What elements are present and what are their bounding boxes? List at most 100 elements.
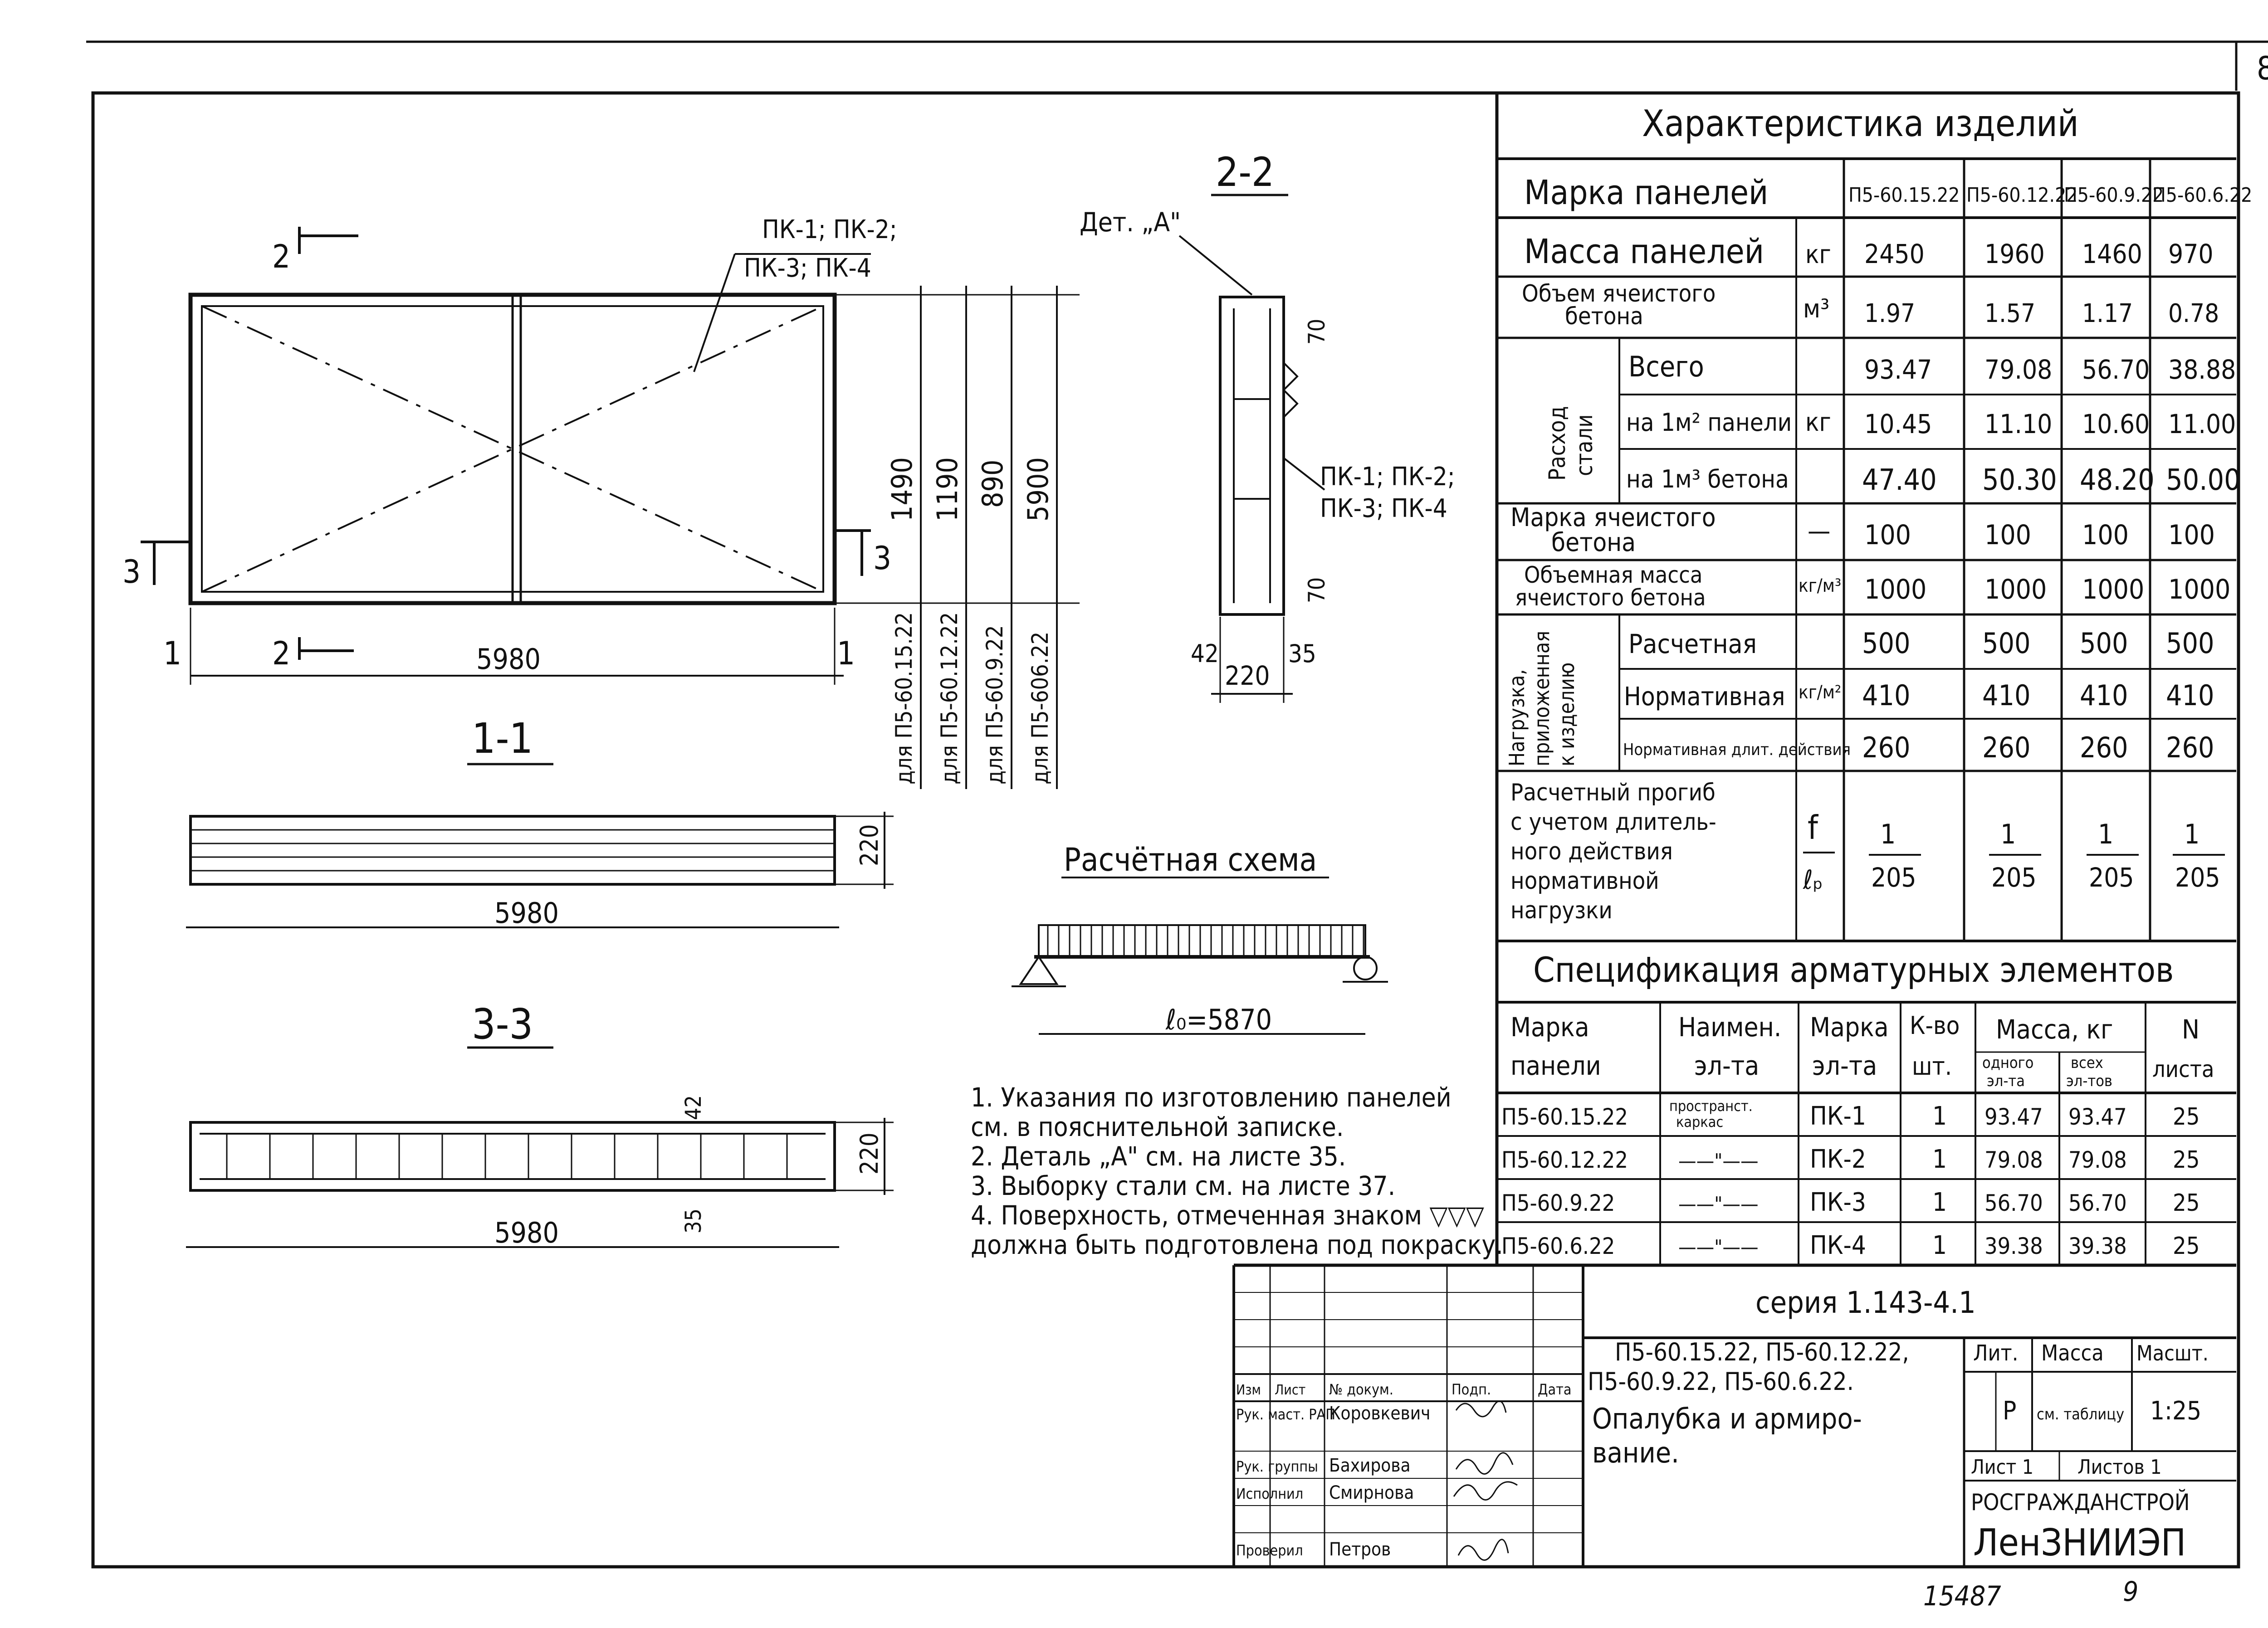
note-line-1: 1. Указания по изготовлению панелей — [971, 1082, 1452, 1113]
tb-name-4: Петров — [1329, 1539, 1391, 1560]
spec-panel: П5-60.6.22 — [1501, 1233, 1615, 1259]
deflection-numerator: 1 — [2000, 819, 2016, 850]
panel-header-1: П5-60.15.22 — [1848, 184, 1960, 207]
density-unit: кг/м³ — [1799, 575, 1841, 596]
cage-leader-line — [693, 253, 736, 372]
tb-rev-hdr-list: Лист — [1275, 1382, 1305, 1398]
sheet-number: 8 — [2257, 50, 2268, 87]
panel-header-4: П5-60.6.22 — [2152, 184, 2252, 207]
spec-hdr-mass-one-1: одного — [1982, 1054, 2033, 1072]
load-normative-value: 410 — [1862, 679, 1910, 712]
load-long-term-label: Нормативная длит. действия — [1623, 741, 1851, 759]
mass-value: 970 — [2168, 239, 2214, 269]
tb-mass-header: Масса — [2041, 1340, 2104, 1366]
spec-panel: П5-60.12.22 — [1501, 1147, 1628, 1173]
spec-name: ——"—— — [1678, 1150, 1759, 1173]
spec-mass-one: 79.08 — [1984, 1147, 2043, 1173]
spec-hdr-mass-one-2: эл-та — [1987, 1072, 2025, 1090]
grade-value: 100 — [1984, 519, 2031, 551]
notes: 1. Указания по изготовлению панелей см. … — [971, 1082, 1503, 1260]
title-block: серия 1.143-4.1 П5-60.15.22, П5-60.12.22… — [1232, 1265, 2236, 1567]
spec-hdr-mass: Масса, кг — [1996, 1014, 2113, 1045]
plan-view: 2 2 3 3 1 1 ПК-1; ПК-2; ПК-3; ПК-4 5980 … — [122, 215, 1080, 789]
note-line-4: 3. Выборку стали см. на листе 37. — [971, 1170, 1395, 1201]
deflection-label-2: с учетом длитель- — [1510, 809, 1716, 836]
section-2-2-dim-top: 70 — [1304, 319, 1330, 345]
deflection-label-3: ного действия — [1510, 838, 1673, 865]
spec-hdr-qty-2: шт. — [1912, 1052, 1952, 1081]
deflection-unit-num: f — [1808, 809, 1819, 847]
plan-height-1490: 1490 — [885, 457, 919, 522]
section-3-3-outline — [189, 1121, 836, 1192]
deflection-value: 205 — [1871, 862, 1916, 893]
section-2-label-top: 2 — [272, 238, 290, 275]
section-2-2-cage-leader — [1283, 457, 1325, 491]
steel-unit: кг — [1805, 408, 1831, 437]
scheme-load-hatch — [1047, 925, 1364, 957]
tb-title-1: Опалубка и армиро- — [1592, 1402, 1862, 1435]
load-long-term-value: 260 — [1982, 731, 2030, 764]
plan-cage-label-2: ПК-3; ПК-4 — [744, 253, 871, 283]
deflection-label-4: нормативной — [1510, 868, 1659, 895]
plan-cage-label-1: ПК-1; ПК-2; — [762, 215, 897, 244]
steel-per-m3-value: 48.20 — [2080, 463, 2155, 497]
tb-org-2: ЛенЗНИИЭП — [1973, 1521, 2186, 1565]
load-design-value: 500 — [1982, 627, 2030, 660]
grade-value: 100 — [2082, 519, 2129, 551]
note-line-3: 2. Деталь „А" см. на листе 35. — [971, 1141, 1346, 1172]
tb-name-2: Бахирова — [1329, 1455, 1411, 1476]
spec-mass-all: 56.70 — [2068, 1190, 2127, 1216]
plan-height-1190: 1190 — [931, 457, 964, 522]
spec-mark: ПК-2 — [1810, 1145, 1866, 1174]
spec-mass-one: 56.70 — [1984, 1190, 2043, 1216]
mass-label: Масса панелей — [1524, 232, 1764, 271]
spec-hdr-mark-1: Марка — [1810, 1012, 1889, 1043]
spec-sheet: 25 — [2173, 1189, 2200, 1217]
steel-per-m2-label: на 1м² панели — [1626, 408, 1792, 437]
mass-value: 1460 — [2082, 239, 2142, 269]
tb-mass-value: см. таблицу — [2037, 1405, 2124, 1423]
spec-hdr-panel-2: панели — [1510, 1050, 1601, 1081]
plan-diagonal-2 — [201, 305, 824, 593]
deflection-numerator: 1 — [2184, 819, 2200, 850]
tb-org-1: РОСГРАЖДАНСТРОЙ — [1971, 1489, 2190, 1516]
spec-hdr-qty-1: К-во — [1910, 1011, 1960, 1040]
section-3-3-studs — [226, 1134, 788, 1179]
load-normative-label: Нормативная — [1624, 682, 1785, 712]
spec-hdr-sheet-2: листа — [2152, 1056, 2214, 1082]
volume-value: 1.17 — [2082, 299, 2133, 328]
plan-height-label-4: для П5-606.22 — [1027, 632, 1053, 785]
tb-name-1: Коровкевич — [1329, 1403, 1430, 1424]
spec-qty: 1 — [1932, 1145, 1947, 1174]
plan-height-5900: 5900 — [1022, 457, 1055, 522]
grade-unit: — — [1808, 517, 1830, 546]
bottom-page: 9 — [2123, 1576, 2138, 1608]
section-1-1-length: 5980 — [494, 897, 559, 930]
section-2-2-dim-42: 42 — [1191, 639, 1219, 668]
load-long-term-value: 260 — [2166, 731, 2214, 764]
characteristics-table: Характеристика изделий Марка панелей П5-… — [1495, 93, 2252, 1265]
tb-designation-1: П5-60.15.22, П5-60.12.22, — [1615, 1338, 1909, 1366]
steel-per-m3-value: 50.00 — [2166, 463, 2241, 497]
spec-sheet: 25 — [2173, 1233, 2200, 1260]
density-value: 1000 — [2168, 574, 2230, 605]
spec-mark: ПК-3 — [1810, 1188, 1866, 1217]
spec-panel: П5-60.15.22 — [1501, 1104, 1628, 1130]
volume-unit: м³ — [1803, 294, 1829, 324]
signature-2 — [1455, 1452, 1514, 1475]
tb-name-3: Смирнова — [1329, 1482, 1414, 1503]
spec-mass-one: 93.47 — [1984, 1104, 2043, 1130]
volume-value: 1.57 — [1984, 299, 2035, 328]
grade-label-2: бетона — [1551, 528, 1636, 557]
density-value: 1000 — [1864, 574, 1926, 605]
load-unit: кг/м² — [1799, 682, 1841, 703]
signature-1 — [1455, 1400, 1507, 1418]
density-label-2: ячеистого бетона — [1515, 585, 1706, 611]
spec-hdr-name-1: Наимен. — [1678, 1012, 1781, 1043]
tb-stage-header: Лит. — [1973, 1340, 2018, 1366]
scheme-pin-support — [1019, 955, 1059, 985]
spec-qty: 1 — [1932, 1102, 1947, 1131]
note-line-5: 4. Поверхность, отмеченная знаком ▽▽▽ — [971, 1200, 1484, 1231]
load-group-label-2: приложенная — [1530, 631, 1554, 766]
